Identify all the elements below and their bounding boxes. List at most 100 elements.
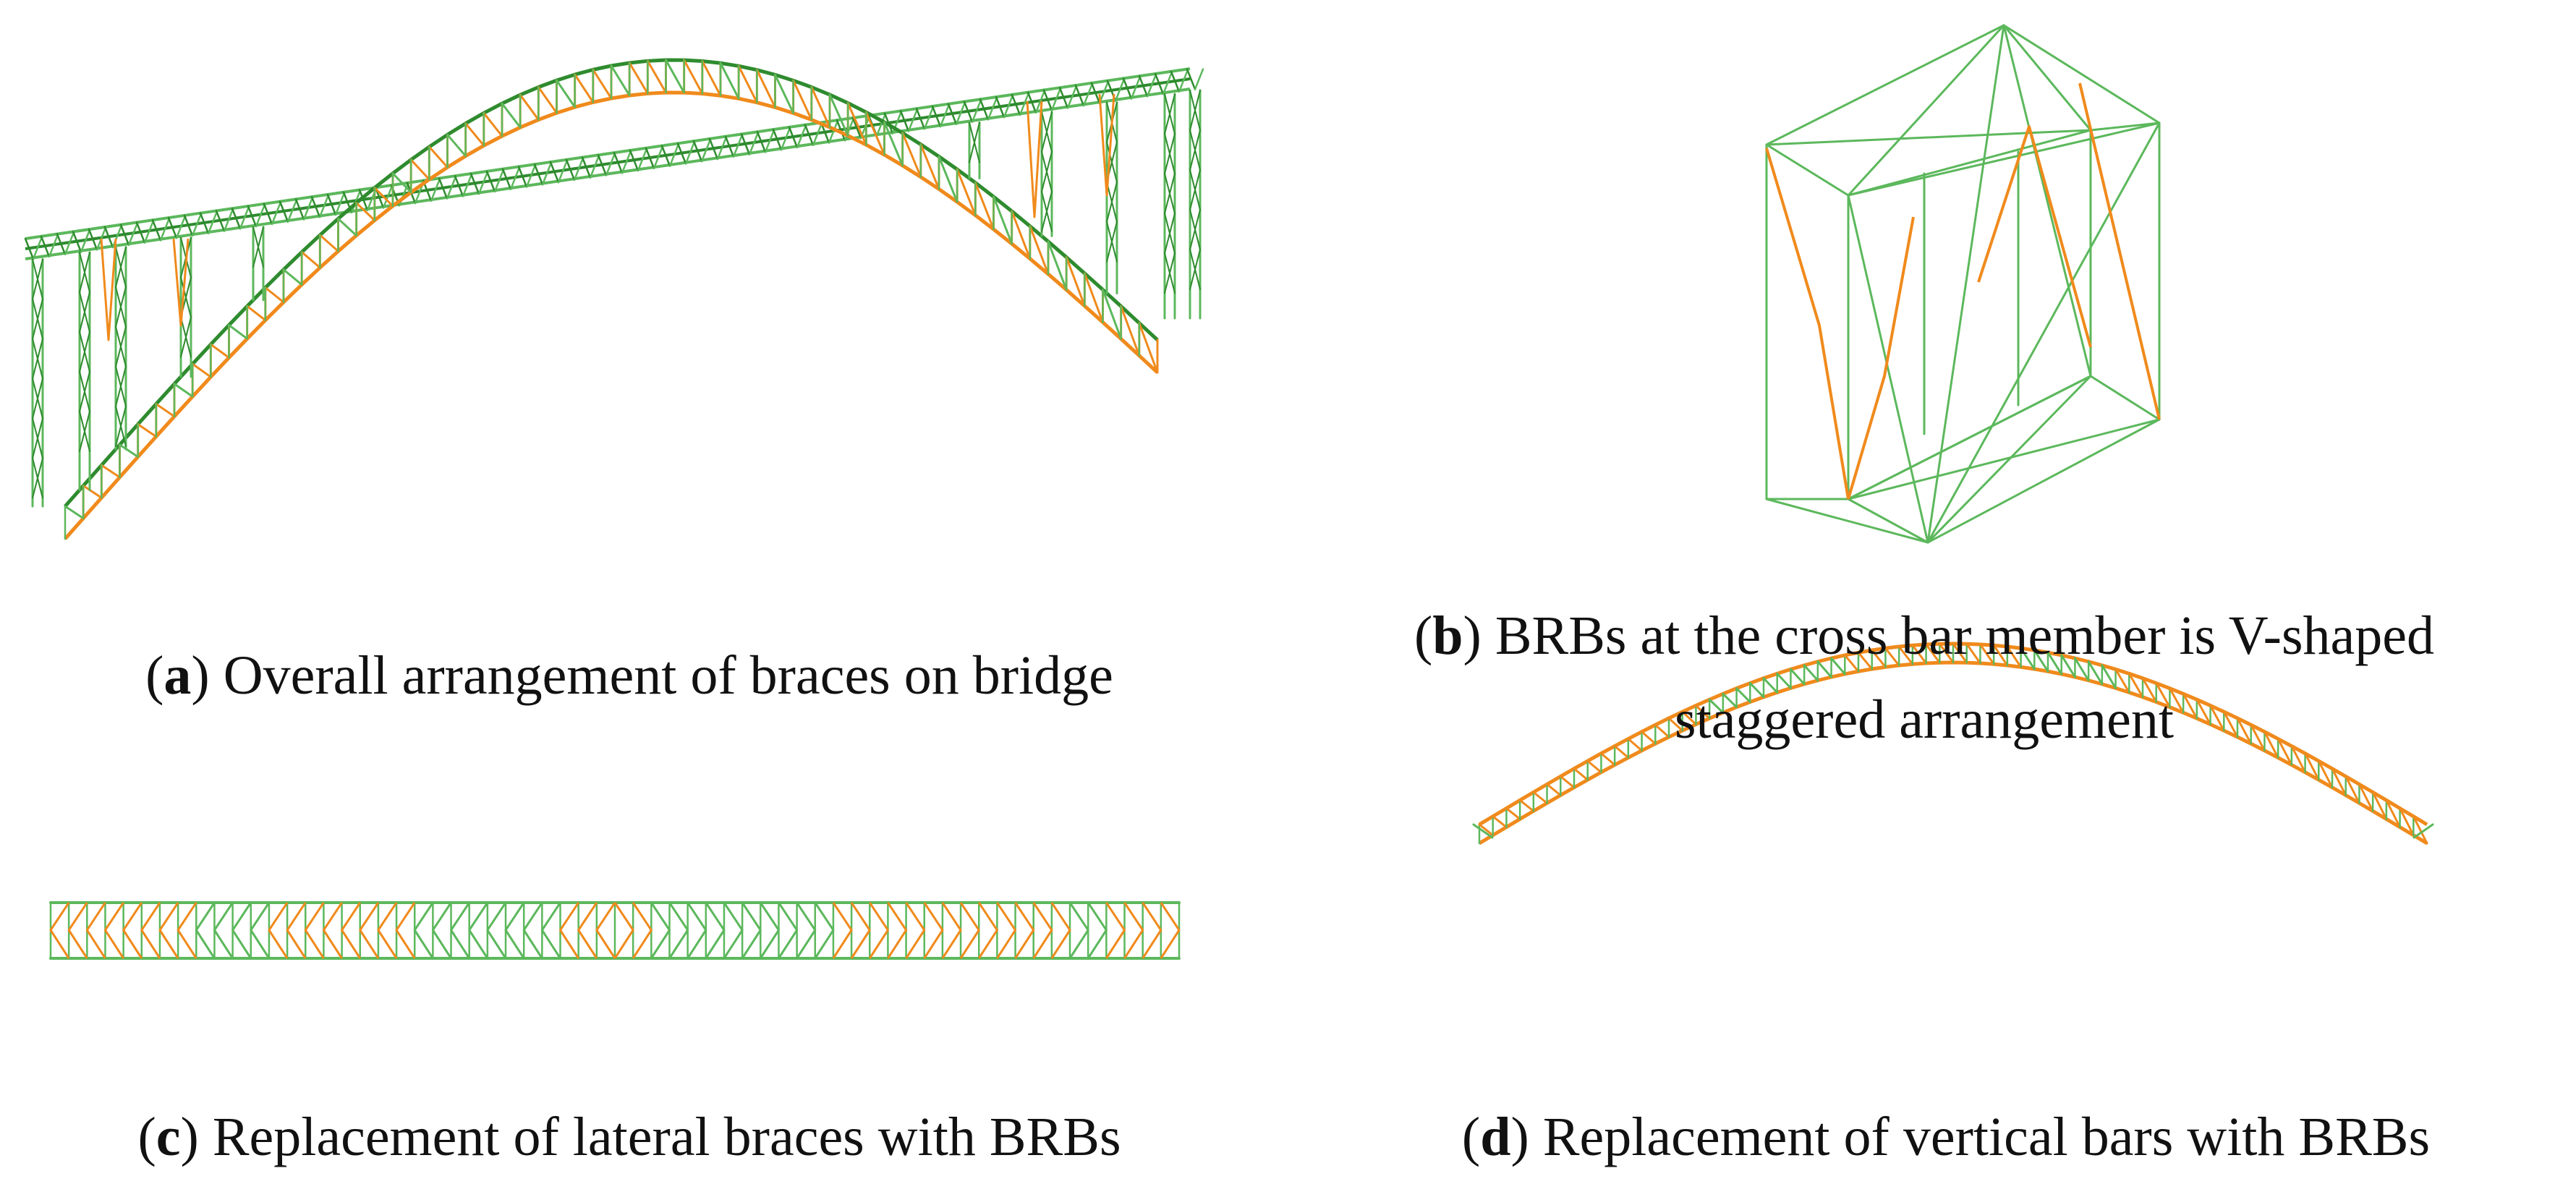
deck-diagonal — [629, 149, 639, 172]
lateral-brace — [1032, 902, 1053, 959]
deck-diagonal — [637, 149, 647, 172]
arch-web-diagonal — [537, 86, 558, 114]
deck-diagonal — [1130, 77, 1141, 100]
lateral-brace — [650, 902, 671, 959]
column-brace — [1041, 150, 1053, 192]
deck-diagonal — [684, 142, 695, 165]
column-brace — [1189, 169, 1201, 210]
deck-diagonal — [64, 233, 75, 255]
diagonal-member — [1847, 24, 2005, 197]
arch-diagonal-bar — [1492, 815, 1508, 829]
column-brace — [1164, 173, 1176, 215]
arch-diagonal-bar — [2209, 704, 2225, 732]
lateral-brace — [231, 902, 252, 959]
lateral-brace — [832, 902, 853, 959]
column-brace — [32, 417, 43, 459]
arch-diagonal-bar — [1830, 657, 1846, 676]
lateral-brace — [668, 902, 689, 959]
caption-b: (b) BRBs at the cross bar member is V-sh… — [1288, 600, 2561, 755]
deck-diagonal — [469, 172, 480, 195]
lateral-brace — [559, 902, 579, 959]
arch-web-diagonal — [446, 133, 467, 158]
arch-diagonal-bar — [1762, 677, 1779, 694]
deck-diagonal — [446, 177, 456, 200]
arch-diagonal-bar — [1965, 642, 1981, 665]
deck-diagonal — [175, 216, 186, 239]
arch-diagonal-bar — [1857, 651, 1874, 670]
lateral-brace — [887, 902, 908, 959]
lateral-brace — [613, 902, 634, 959]
arch-web-diagonal — [428, 145, 449, 169]
deck-diagonal — [923, 107, 934, 130]
arch-diagonal-bar — [1505, 807, 1521, 820]
arch-web-diagonal — [391, 172, 412, 194]
caption-d-text: Replacement of vertical bars with BRBs — [1542, 1107, 2431, 1167]
lateral-brace — [1014, 902, 1035, 959]
arch-web-diagonal — [1047, 240, 1068, 291]
deck-diagonal — [597, 154, 608, 176]
lateral-brace — [413, 902, 434, 959]
deck-diagonal — [692, 140, 703, 163]
column-brace — [79, 331, 90, 373]
lateral-brace — [760, 902, 780, 959]
arch-diagonal-bar — [1884, 647, 1900, 667]
arch-diagonal-bar — [2073, 657, 2090, 682]
column-brace — [1189, 249, 1201, 290]
deck-diagonal — [263, 203, 273, 226]
arch-diagonal-bar — [1613, 745, 1630, 759]
deck-diagonal — [1026, 91, 1037, 114]
column-brace — [115, 286, 127, 328]
deck-diagonal — [939, 105, 950, 128]
arch-web-diagonal — [974, 182, 995, 231]
deck-diagonal — [517, 166, 528, 188]
deck-diagonal — [891, 112, 902, 135]
arch-web-diagonal — [737, 64, 758, 104]
arch-web-diagonal — [409, 158, 430, 181]
arch-web-diagonal — [646, 59, 667, 94]
arch-web-diagonal — [82, 485, 103, 499]
arch-diagonal-bar — [2114, 668, 2130, 694]
column-brace — [115, 325, 127, 367]
lateral-brace — [85, 902, 106, 959]
deck-diagonal — [605, 154, 616, 176]
arch-diagonal-bar — [2358, 783, 2374, 812]
arch-end — [2413, 823, 2434, 839]
deck-diagonal — [1178, 70, 1189, 93]
arch-web-diagonal — [318, 234, 339, 252]
lateral-brace — [1142, 902, 1162, 959]
column-brace — [1189, 209, 1201, 250]
lateral-brace — [1087, 902, 1108, 959]
caption-d: (d) Replacement of vertical bars with BR… — [1461, 1107, 2431, 1167]
lateral-brace — [49, 902, 70, 959]
lateral-brace — [250, 902, 271, 959]
arch-web-diagonal — [173, 383, 194, 398]
column-brace — [1164, 252, 1176, 294]
deck-diagonal — [1011, 93, 1021, 116]
arch-web-diagonal — [683, 59, 704, 95]
arch-diagonal-bar — [1641, 730, 1657, 745]
lateral-brace — [1068, 902, 1089, 959]
arch-web-diagonal — [665, 59, 686, 94]
arch-diagonal-bar — [2263, 730, 2279, 759]
lateral-brace — [632, 902, 652, 959]
arch-diagonal-bar — [1532, 791, 1549, 804]
deck-diagonal — [167, 216, 178, 239]
deck-diagonal — [1003, 95, 1013, 119]
diagonal-member — [1847, 418, 2161, 500]
diagonal-member — [1926, 122, 2161, 544]
deck-diagonal — [223, 210, 234, 232]
caption-c: (c) Replacement of lateral braces with B… — [137, 1107, 1121, 1167]
deck-diagonal — [255, 205, 265, 228]
deck-diagonal — [621, 151, 632, 174]
deck-diagonal — [207, 212, 218, 234]
lateral-brace — [1160, 902, 1181, 959]
arch-diagonal-bar — [2317, 759, 2334, 789]
column-brace — [79, 291, 90, 333]
deck-diagonal — [1186, 68, 1196, 90]
arch-diagonal-bar — [2020, 647, 2036, 670]
deck-diagonal — [1034, 91, 1045, 114]
arch-diagonal-bar — [1654, 723, 1670, 738]
column-brace — [79, 252, 90, 294]
deck-diagonal — [493, 170, 504, 193]
deck-diagonal — [589, 156, 600, 179]
